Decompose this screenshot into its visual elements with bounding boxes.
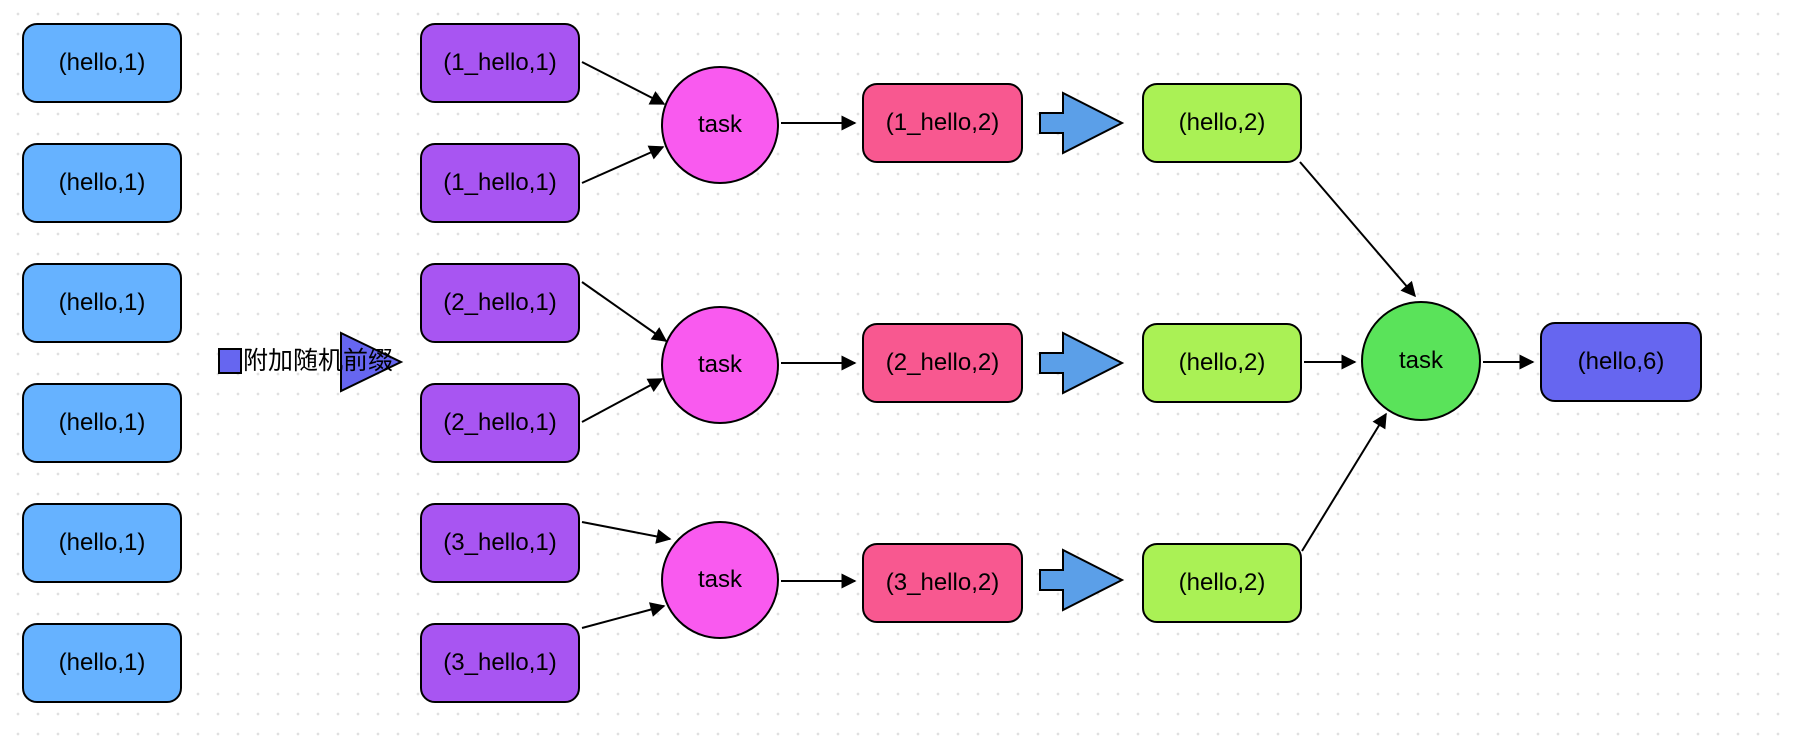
deprefixed-box: (hello,2) xyxy=(1142,543,1302,623)
source-box: (hello,1) xyxy=(22,263,182,343)
edge-connector xyxy=(581,378,664,423)
annotation-label: 附加随机前缀 xyxy=(243,347,394,375)
edge-connector xyxy=(581,521,672,544)
edge-connector xyxy=(1299,161,1416,298)
transform-block-arrow xyxy=(1039,331,1125,395)
transform-block-arrow xyxy=(1039,548,1125,612)
annotation-arrow-icon xyxy=(340,331,404,393)
aggregated-box: (1_hello,2) xyxy=(862,83,1023,163)
prefixed-box: (2_hello,1) xyxy=(420,383,580,463)
prefixed-box: (1_hello,1) xyxy=(420,143,580,223)
source-box: (hello,1) xyxy=(22,503,182,583)
source-box: (hello,1) xyxy=(22,143,182,223)
source-box: (hello,1) xyxy=(22,383,182,463)
aggregated-box: (2_hello,2) xyxy=(862,323,1023,403)
deprefixed-box: (hello,2) xyxy=(1142,83,1302,163)
deprefixed-box: (hello,2) xyxy=(1142,323,1302,403)
result-box: (hello,6) xyxy=(1540,322,1702,402)
aggregated-box: (3_hello,2) xyxy=(862,543,1023,623)
edge-connector xyxy=(581,145,665,184)
prefixed-box: (3_hello,1) xyxy=(420,623,580,703)
source-box: (hello,1) xyxy=(22,23,182,103)
map-task-circle: task xyxy=(661,306,779,424)
transform-block-arrow xyxy=(1039,91,1125,155)
source-box: (hello,1) xyxy=(22,623,182,703)
prefixed-box: (3_hello,1) xyxy=(420,503,580,583)
prefixed-box: (1_hello,1) xyxy=(420,23,580,103)
annotation-swatch-icon xyxy=(218,348,242,374)
map-task-circle: task xyxy=(661,66,779,184)
edge-connector xyxy=(581,281,668,342)
edge-connector xyxy=(1301,412,1387,552)
reduce-task-circle: task xyxy=(1361,301,1481,421)
map-task-circle: task xyxy=(661,521,779,639)
edge-connector xyxy=(581,61,666,105)
edge-connector xyxy=(581,602,666,629)
prefixed-box: (2_hello,1) xyxy=(420,263,580,343)
